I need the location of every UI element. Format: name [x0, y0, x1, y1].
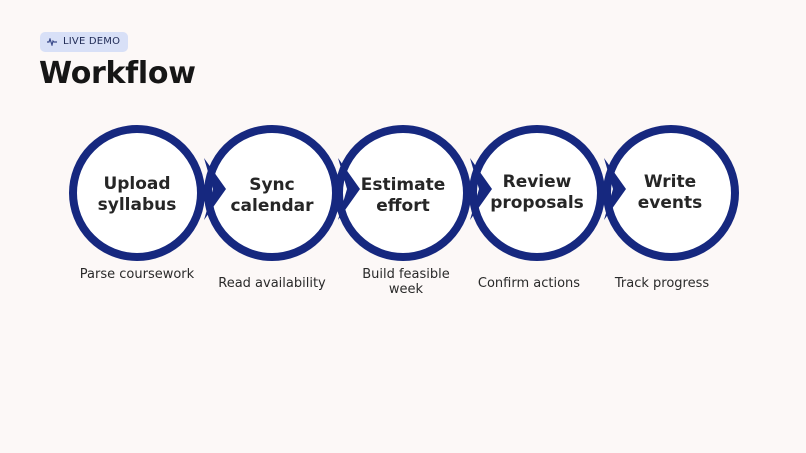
step-ring: [469, 125, 605, 261]
step-ring: [69, 125, 205, 261]
step-sync-calendar: Sync calendar: [204, 125, 340, 261]
step-ring: [603, 125, 739, 261]
arrow-right-icon: [204, 158, 226, 220]
step-title-line1: Upload: [103, 174, 170, 194]
step-caption: Track progress: [614, 276, 710, 291]
page-title: Workflow: [39, 56, 196, 91]
step-ring: [335, 125, 471, 261]
step-title-line2: events: [638, 193, 703, 213]
step-title-line2: calendar: [230, 196, 314, 216]
arrow-right-icon: [470, 158, 492, 220]
badge-label: LIVE DEMO: [63, 36, 121, 47]
step-title-line2: proposals: [490, 193, 584, 213]
step-write-events: Write events: [603, 125, 739, 261]
step-upload-syllabus: Upload syllabus: [69, 125, 205, 261]
step-title-line2: syllabus: [98, 195, 177, 215]
step-title-line1: Sync: [249, 175, 295, 195]
live-demo-badge: LIVE DEMO: [40, 32, 129, 52]
step-caption: Build feasible week: [362, 267, 450, 297]
step-caption: Confirm actions: [477, 276, 581, 291]
step-caption: Read availability: [218, 276, 326, 291]
step-estimate-effort: Estimate effort: [335, 125, 471, 261]
waveform-icon: [47, 38, 57, 46]
arrow-right-icon: [604, 158, 626, 220]
step-title-line1: Review: [503, 172, 572, 192]
step-title-line1: Write: [644, 172, 696, 192]
arrow-right-icon: [338, 158, 360, 220]
step-title-line2: effort: [376, 196, 430, 216]
step-review-proposals: Review proposals: [469, 125, 605, 261]
step-caption: Parse coursework: [79, 267, 195, 282]
step-title-line1: Estimate: [361, 175, 446, 195]
